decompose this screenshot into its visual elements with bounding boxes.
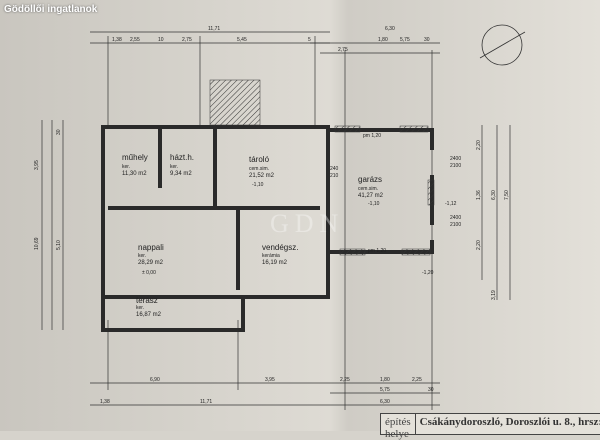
door-dim: 2400 [450, 215, 461, 221]
door-dim: 2100 [450, 163, 461, 169]
room-terasz-floor: ker. [136, 305, 144, 311]
dimension-label: 2,75 [182, 37, 192, 43]
dimension-label: 30 [56, 129, 62, 135]
dimension-label: 30 [424, 37, 430, 43]
room-vendegszoba-area: 16,19 m2 [262, 260, 288, 266]
level-mark: -1,12 [445, 201, 457, 207]
dimension-label: 2,20 [476, 140, 482, 150]
pm-label: pm 1,20 [368, 248, 386, 254]
room-vendegszoba-name: vendégsz. [262, 243, 298, 252]
dimension-label: 2,75 [338, 47, 348, 53]
room-muhely-floor: ker. [122, 164, 130, 170]
dimension-label: 1,36 [476, 190, 482, 200]
dimension-label: 5 [308, 37, 311, 43]
title-block-value: Csákánydoroszló, Doroszlói u. 8., hrsz: … [419, 416, 600, 428]
room-tarolo-floor: cem.sim. [249, 166, 269, 172]
title-block: építés helye Csákánydoroszló, Doroszlói … [380, 413, 600, 440]
dimension-label: 10 [158, 37, 164, 43]
dimension-label: 5,10 [56, 240, 62, 250]
room-tarolo-name: tároló [249, 155, 270, 164]
room-nappali-level: ± 0,00 [142, 270, 156, 276]
dimension-label: 1,80 [380, 377, 390, 383]
window-dim: 210 [330, 173, 339, 179]
dimension-label: 6,30 [380, 399, 390, 405]
room-muhely-area: 11,30 m2 [122, 171, 147, 177]
dimension-label: 1,38 [100, 399, 110, 405]
dimension-label: 5,75 [380, 387, 390, 393]
paper [0, 0, 600, 431]
dimension-label: 1,80 [378, 37, 388, 43]
room-tarolo-level: -1,10 [252, 182, 264, 188]
dimension-label: 3,95 [34, 160, 40, 170]
dimension-label: 5,75 [400, 37, 410, 43]
room-nappali-floor: ker. [138, 253, 146, 259]
dimension-label: 30 [428, 387, 434, 393]
dimension-label: 10,69 [34, 237, 40, 250]
room-haztartas-name: házt.h. [170, 153, 194, 162]
logo-watermark: GDN [270, 209, 344, 238]
room-nappali-name: nappali [138, 243, 164, 252]
dimension-label: 11,71 [208, 26, 220, 32]
level-mark: -1,10 [368, 201, 380, 207]
room-nappali-area: 28,29 m2 [138, 260, 164, 266]
room-terasz-area: 16,87 m2 [136, 312, 162, 318]
dimension-label: 6,30 [491, 190, 497, 200]
room-tarolo-area: 21,52 m2 [249, 173, 275, 179]
dimensions-bottom: 6,90 3,95 11,71 2,25 1,80 2,25 5,75 30 6,30 1… [100, 377, 434, 405]
dimension-label: 2,25 [340, 377, 350, 383]
room-vendegszoba-floor: kerámia [262, 253, 280, 259]
dimension-label: 11,71 [200, 399, 212, 405]
watermark-text: Gödöllői ingatlanok [4, 4, 98, 15]
dimension-label: 6,90 [150, 377, 160, 383]
annotations: pm 1,20 pm 1,20 2400 2100 2400 2100 -1,1… [330, 133, 461, 276]
room-garazs-area: 41,27 m2 [358, 193, 384, 199]
title-block-label: építés helye [381, 414, 416, 440]
compass [479, 24, 526, 66]
room-haztartas-area: 9,34 m2 [170, 171, 192, 177]
walls [101, 125, 434, 332]
dimensions-top: 1,38 2,55 10 2,75 5,45 5 11,71 6,30 2,75 1,80… [112, 26, 430, 53]
dimension-label: 2,20 [476, 240, 482, 250]
dimensions-right: 2,20 1,36 6,30 7,50 2,20 3,19 [476, 140, 510, 300]
dimension-label: 2,55 [130, 37, 140, 43]
dimension-label: 7,50 [504, 190, 510, 200]
room-garazs-floor: cem.sim. [358, 186, 378, 192]
room-haztartas-floor: ker. [170, 164, 178, 170]
dimension-label: 3,95 [265, 377, 275, 383]
room-garazs-name: garázs [358, 175, 382, 184]
room-muhely-name: műhely [122, 153, 148, 162]
dimension-label: 6,30 [385, 26, 395, 32]
pm-label: pm 1,20 [363, 133, 381, 139]
door-dim: 2100 [450, 222, 461, 228]
door-dim: 2400 [450, 156, 461, 162]
dimension-label: 2,25 [412, 377, 422, 383]
dimension-lines [41, 31, 511, 410]
dimension-label: 3,19 [491, 290, 497, 300]
window-dim: 240 [330, 166, 339, 172]
floor-plan-drawing: műhely ker. 11,30 m2 házt.h. ker. 9,34 m… [0, 0, 600, 431]
dimensions-left: 3,95 10,69 5,10 30 [34, 129, 62, 250]
dimension-label: 5,45 [237, 37, 247, 43]
wall-hatch [209, 79, 435, 256]
dimension-label: 1,38 [112, 37, 122, 43]
room-terasz-name: terasz [136, 296, 158, 305]
level-mark: -1,20 [422, 270, 434, 276]
